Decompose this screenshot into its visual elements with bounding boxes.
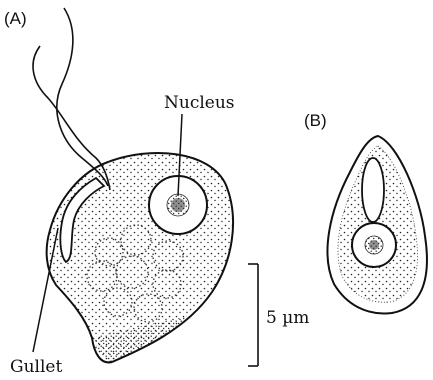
scale-label: 5 µm	[266, 308, 309, 328]
panel-a-label: (A)	[4, 9, 27, 28]
panel-b-label: (B)	[304, 111, 327, 130]
flagellum	[57, 8, 108, 186]
gullet-label: Gullet	[10, 357, 62, 377]
gullet-b	[362, 158, 384, 222]
scale-bar	[248, 264, 258, 366]
flagella	[33, 8, 110, 190]
gullet-leader	[33, 228, 58, 352]
cell-a	[47, 153, 233, 362]
cell-b	[327, 136, 426, 313]
nucleolus-a-core	[171, 198, 185, 212]
nucleolus-b-core	[369, 240, 379, 250]
nucleus-label: Nucleus	[164, 93, 235, 113]
